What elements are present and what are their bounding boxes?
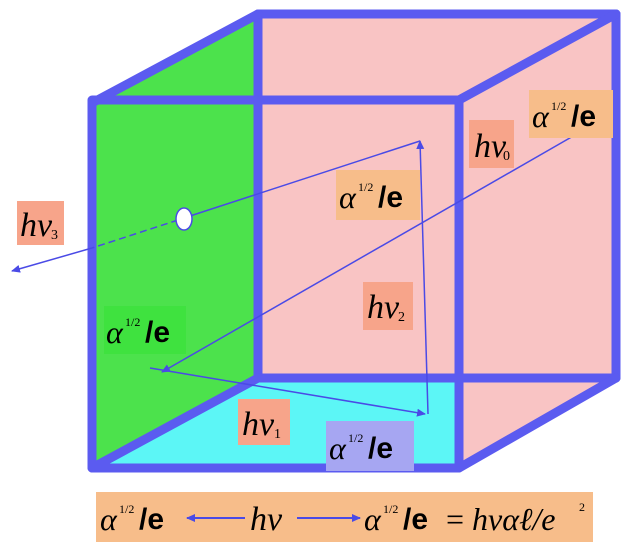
formula-bar: α 1/2 /e hν α 1/2 /e = hναℓ/e 2: [96, 492, 593, 542]
hv3-base: hν: [20, 207, 53, 244]
hv2-base: hν: [367, 289, 400, 326]
left-face: [92, 14, 258, 468]
formula-right-slash-e: /e: [403, 503, 428, 536]
alpha-exponent: 1/2: [348, 431, 363, 445]
ray-hv0-incoming: [161, 134, 576, 373]
hv1-subscript: 1: [274, 427, 281, 442]
formula-result: hναℓ/e: [472, 501, 555, 537]
slash-e: /e: [368, 432, 393, 465]
alpha-symbol: α: [329, 430, 347, 466]
formula-right-exponent: 1/2: [383, 502, 398, 516]
cube-frame: [87, 9, 621, 473]
ray-hv2: [416, 140, 429, 415]
alpha-exponent: 1/2: [125, 315, 140, 329]
alpha-symbol: α: [106, 314, 124, 350]
formula-middle-hv: hν: [250, 501, 283, 538]
ray-hv3-dashed: [91, 219, 179, 249]
formula-left-alpha: α: [100, 501, 118, 537]
formula-left-slash-e: /e: [139, 503, 164, 536]
ray-hv1: [149, 367, 426, 417]
label-hv3: hν 3: [17, 201, 64, 245]
photon-rays: [11, 134, 576, 417]
label-alpha-e-bottom: α 1/2 /e: [326, 421, 414, 471]
label-hv0: hν 0: [469, 120, 514, 168]
alpha-symbol: α: [339, 179, 357, 215]
slash-e: /e: [378, 181, 403, 214]
alpha-exponent: 1/2: [551, 99, 566, 113]
label-alpha-e-left: α 1/2 /e: [104, 306, 186, 354]
hv0-base: hν: [474, 128, 507, 165]
formula-equals: =: [446, 501, 464, 537]
alpha-exponent: 1/2: [358, 180, 373, 194]
hv0-subscript: 0: [503, 149, 510, 164]
label-alpha-e-center: α 1/2 /e: [336, 170, 420, 220]
formula-left-exponent: 1/2: [119, 502, 134, 516]
ray-hv3-out: [11, 247, 93, 273]
formula-result-exponent: 2: [579, 500, 585, 514]
formula-right-alpha: α: [364, 501, 382, 537]
label-alpha-e-top-right: α 1/2 /e: [529, 90, 613, 138]
slash-e: /e: [571, 100, 596, 133]
label-hv2: hν 2: [363, 282, 413, 330]
hv2-subscript: 2: [398, 310, 405, 325]
front-face: [258, 100, 459, 378]
label-hv1: hν 1: [238, 399, 290, 445]
ray-to-hole: [189, 140, 421, 217]
alpha-symbol: α: [532, 98, 550, 134]
hv3-subscript: 3: [51, 228, 58, 243]
slash-e: /e: [145, 316, 170, 349]
hv1-base: hν: [242, 406, 275, 443]
cavity-hole: [175, 207, 193, 231]
